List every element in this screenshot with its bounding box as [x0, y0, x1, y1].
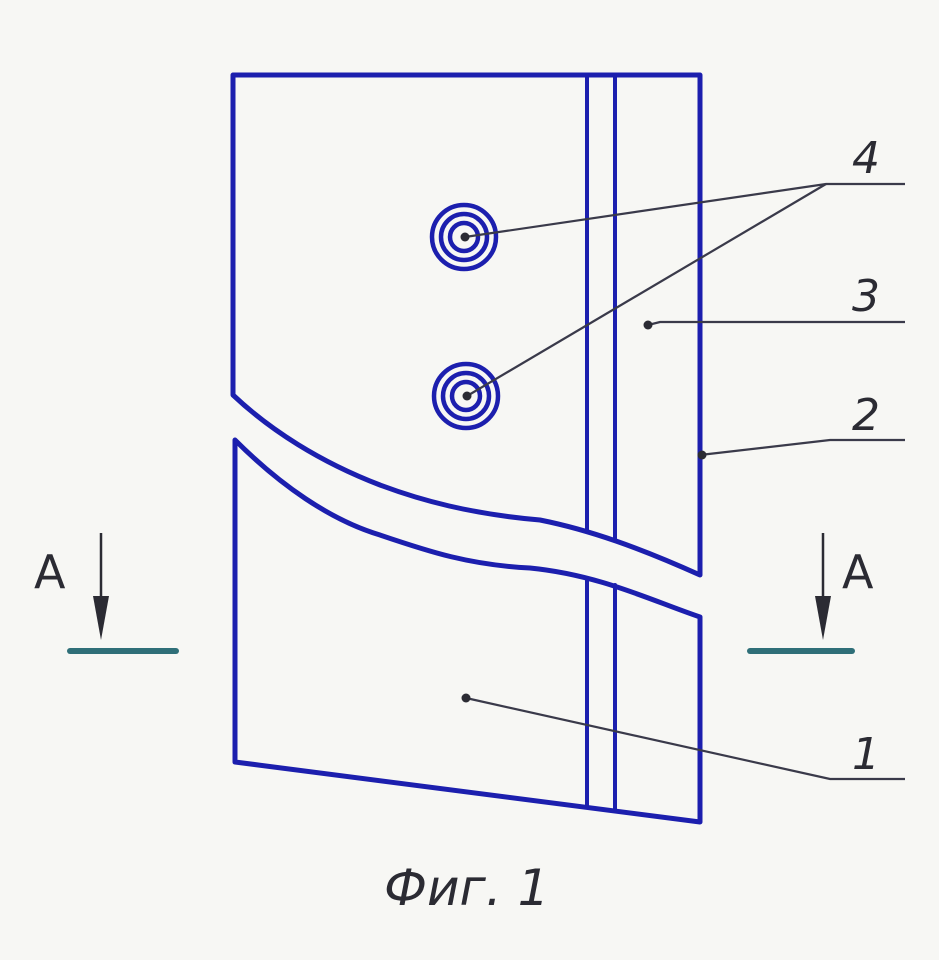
leader-dot-4-lower [462, 391, 472, 401]
fastener-lower-ring-middle [440, 370, 492, 422]
upper-body-outline [230, 72, 703, 578]
figure-caption: Фиг. 1 [384, 859, 549, 917]
callout-label-2: 2 [852, 390, 880, 441]
leader-dots [460, 232, 707, 703]
fastener-lower-ring-inner [449, 379, 483, 413]
callout-label-1: 1 [852, 729, 880, 780]
leader-dot-3 [643, 320, 653, 330]
section-label-right: A [842, 545, 874, 599]
leader-dot-4-upper [460, 232, 470, 242]
leader-3 [647, 320, 905, 327]
callout-label-4: 4 [852, 133, 880, 184]
section-marker-left: A [34, 533, 179, 654]
leader-1 [465, 696, 905, 781]
part-outline [230, 72, 703, 825]
leader-4-lower [466, 183, 827, 397]
callout-label-3: 3 [852, 271, 880, 322]
leader-lines [464, 182, 905, 781]
section-arrow-right-head [815, 596, 831, 640]
leader-2 [699, 438, 905, 457]
leader-dot-1 [461, 693, 471, 703]
leader-dot-2 [697, 450, 707, 460]
section-marker-right: A [747, 533, 874, 654]
section-label-left: A [34, 545, 66, 599]
fastener-upper-ring-outer [429, 202, 499, 272]
lower-body-outline [232, 437, 703, 825]
fastener-lower-ring-outer [431, 361, 501, 431]
leader-4-upper [464, 182, 905, 239]
fastener-upper [429, 202, 499, 272]
fastener-upper-ring-middle [438, 211, 490, 263]
fastener-upper-ring-inner [447, 220, 481, 254]
strip-lines [585, 73, 617, 812]
callout-labels: 4 3 2 1 [852, 133, 880, 780]
fastener-lower [431, 361, 501, 431]
section-arrow-left-head [93, 596, 109, 640]
